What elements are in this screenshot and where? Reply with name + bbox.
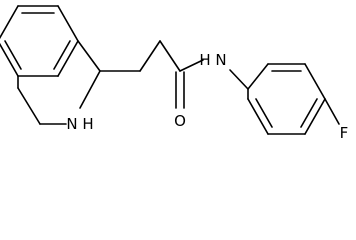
fused-benzene-ring — [0, 5, 79, 77]
amide-nitrogen-label: N — [215, 51, 226, 69]
amide-nh-label: H N — [199, 51, 226, 69]
acetamide-chain — [99, 40, 204, 109]
double-bond-inner — [53, 40, 71, 70]
bond — [304, 98, 326, 135]
bond — [57, 40, 79, 77]
bond — [79, 70, 101, 109]
fluorophenyl-ring — [247, 63, 326, 135]
fluorine-label: F — [340, 124, 349, 142]
bond — [247, 98, 269, 135]
oxygen-label: O — [174, 112, 186, 130]
bond — [324, 98, 340, 125]
double-bond-inner — [255, 98, 273, 128]
amide-hydrogen-label: H — [199, 51, 210, 69]
molecule-structure: N H O H N F — [0, 5, 349, 142]
ring-amine-label: N H — [66, 115, 93, 133]
bond — [17, 87, 41, 125]
saturated-ring — [17, 40, 101, 125]
bond — [0, 5, 19, 40]
ring-hydrogen-label: H — [82, 115, 93, 133]
bond — [159, 40, 181, 72]
bond — [77, 40, 101, 72]
double-bond-inner — [300, 98, 318, 128]
bond — [247, 63, 269, 90]
bond — [179, 59, 204, 72]
ring-nitrogen-label: N — [66, 115, 77, 133]
bond — [229, 69, 249, 90]
bond — [304, 63, 326, 100]
bond — [139, 40, 161, 72]
bond — [0, 42, 19, 77]
double-bond-inner — [4, 40, 22, 70]
bond — [57, 5, 79, 42]
